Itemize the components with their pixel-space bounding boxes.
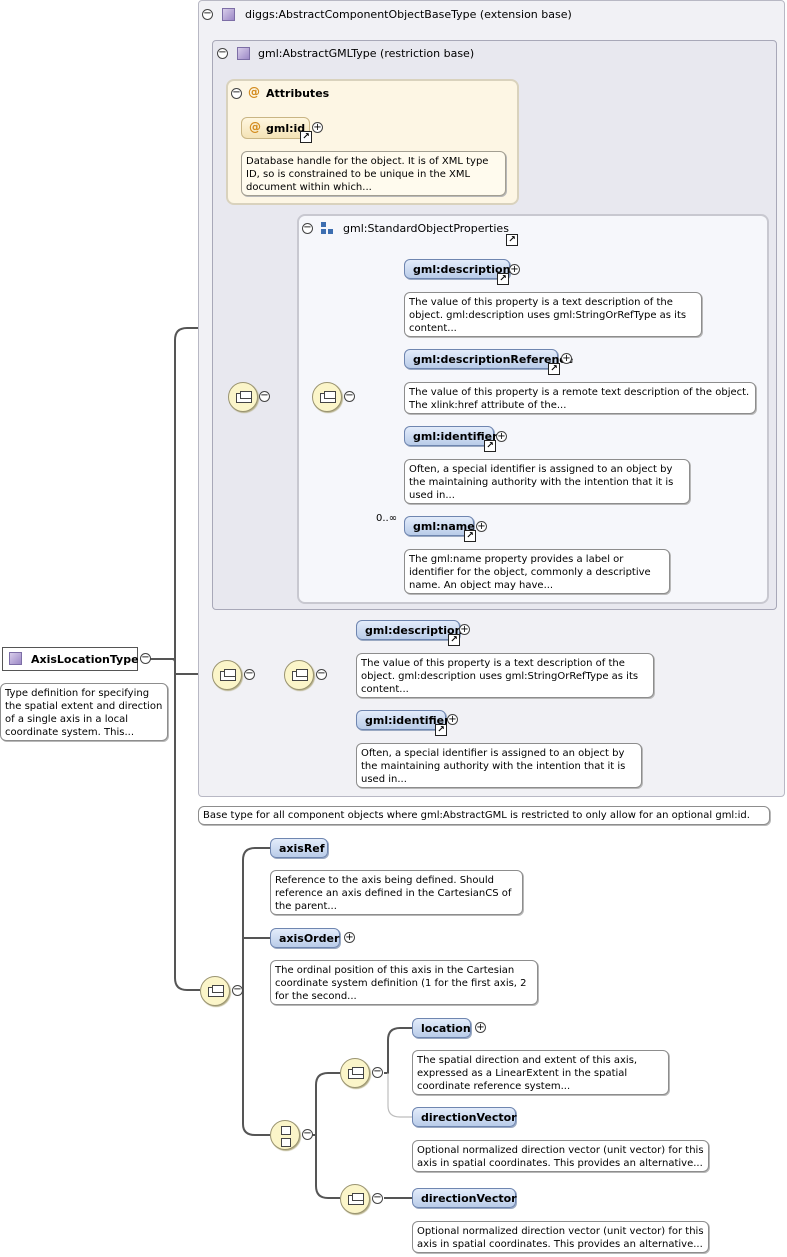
link-arrow-icon[interactable]: ↗: [497, 273, 509, 285]
link-arrow-icon[interactable]: ↗: [484, 440, 496, 452]
sequence-compositor[interactable]: [340, 1058, 370, 1088]
element-label: gml:description: [413, 263, 511, 276]
collapse-ext-base-icon[interactable]: −: [202, 8, 213, 20]
root-type-axislocationtype[interactable]: AxisLocationType: [2, 647, 139, 671]
expand-icon[interactable]: +: [476, 521, 487, 532]
choice-compositor[interactable]: [270, 1120, 300, 1150]
element-label: axisOrder: [279, 932, 340, 945]
expand-icon[interactable]: +: [496, 431, 507, 442]
collapse-sequence-icon[interactable]: −: [259, 390, 270, 402]
collapse-gml-base-icon[interactable]: −: [217, 47, 228, 59]
gml-identifier-doc: Often, a special identifier is assigned …: [404, 459, 690, 504]
sequence-compositor[interactable]: [284, 660, 314, 690]
element-gml-description-reference[interactable]: gml:descriptionReference: [404, 349, 573, 369]
collapse-choice-icon[interactable]: −: [302, 1128, 313, 1140]
element-label: directionVector: [421, 1111, 517, 1124]
gml-identifier-restricted-doc: Often, a special identifier is assigned …: [356, 743, 642, 788]
element-label: location: [421, 1022, 471, 1035]
cardinality-label: 0..∞: [376, 513, 398, 524]
element-axisref[interactable]: axisRef: [270, 838, 328, 858]
complex-type-icon: [9, 652, 22, 665]
element-directionvector[interactable]: directionVector: [412, 1188, 517, 1208]
element-gml-description-restricted[interactable]: gml:description: [356, 620, 463, 640]
ext-base-doc: Base type for all component objects wher…: [198, 806, 770, 825]
gml-description-reference-doc: The value of this property is a remote t…: [404, 382, 756, 414]
link-arrow-icon[interactable]: ↗: [300, 131, 312, 143]
gml-description-restricted-doc: The value of this property is a text des…: [356, 653, 654, 698]
expand-icon[interactable]: +: [459, 624, 470, 635]
gml-name-doc: The gml:name property provides a label o…: [404, 549, 670, 594]
collapse-sequence-icon[interactable]: −: [232, 984, 243, 996]
collapse-sequence-icon[interactable]: −: [244, 668, 255, 680]
collapse-std-props-icon[interactable]: −: [302, 222, 313, 234]
element-label: directionVector: [421, 1192, 517, 1205]
element-gml-identifier[interactable]: gml:identifier: [404, 426, 498, 446]
attributes-title: Attributes: [266, 87, 330, 100]
collapse-root-icon[interactable]: −: [140, 652, 151, 664]
collapse-attributes-icon[interactable]: −: [231, 87, 242, 99]
link-arrow-icon[interactable]: ↗: [448, 634, 460, 646]
axisref-doc: Reference to the axis being defined. Sho…: [270, 870, 523, 915]
link-arrow-icon[interactable]: ↗: [435, 724, 447, 736]
expand-icon[interactable]: +: [561, 353, 572, 364]
sequence-compositor[interactable]: [312, 382, 342, 412]
group-icon: [321, 222, 334, 235]
attribute-at-icon: @: [249, 120, 261, 134]
sequence-compositor[interactable]: [200, 976, 230, 1006]
element-directionvector-optional[interactable]: directionVector: [412, 1107, 517, 1127]
expand-icon[interactable]: +: [509, 264, 520, 275]
location-doc: The spatial direction and extent of this…: [412, 1050, 669, 1095]
directionvector-optional-doc: Optional normalized direction vector (un…: [412, 1140, 709, 1172]
element-label: axisRef: [279, 842, 325, 855]
gml-id-label: gml:id: [266, 122, 306, 135]
collapse-sequence-icon[interactable]: −: [372, 1066, 383, 1078]
link-arrow-icon[interactable]: ↗: [506, 234, 518, 246]
element-label: gml:identifier: [413, 430, 498, 443]
element-gml-name[interactable]: gml:name: [404, 516, 475, 536]
ext-base-title: diggs:AbstractComponentObjectBaseType (e…: [245, 8, 572, 21]
element-axisorder[interactable]: axisOrder: [270, 928, 340, 948]
element-gml-identifier-restricted[interactable]: gml:identifier: [356, 710, 450, 730]
directionvector-doc: Optional normalized direction vector (un…: [412, 1221, 709, 1253]
sequence-compositor[interactable]: [228, 382, 258, 412]
std-props-title: gml:StandardObjectProperties: [343, 222, 509, 235]
element-location[interactable]: location: [412, 1018, 471, 1038]
complex-type-icon: [237, 47, 250, 60]
root-type-doc: Type definition for specifying the spati…: [0, 683, 168, 741]
sequence-compositor[interactable]: [212, 660, 242, 690]
link-arrow-icon[interactable]: ↗: [464, 530, 476, 542]
expand-icon[interactable]: +: [344, 932, 355, 943]
link-arrow-icon[interactable]: ↗: [548, 363, 560, 375]
attribute-at-icon: @: [248, 85, 260, 99]
element-label: gml:name: [413, 520, 475, 533]
type-label: AxisLocationType: [31, 653, 139, 666]
expand-icon[interactable]: +: [312, 122, 323, 133]
expand-icon[interactable]: +: [447, 714, 458, 725]
axisorder-doc: The ordinal position of this axis in the…: [270, 960, 538, 1005]
expand-icon[interactable]: +: [475, 1022, 486, 1033]
element-gml-description[interactable]: gml:description: [404, 259, 510, 279]
gml-id-doc: Database handle for the object. It is of…: [241, 151, 506, 196]
element-label: gml:identifier: [365, 714, 450, 727]
collapse-sequence-icon[interactable]: −: [372, 1192, 383, 1204]
gml-description-doc: The value of this property is a text des…: [404, 292, 702, 337]
gml-base-title: gml:AbstractGMLType (restriction base): [258, 47, 475, 60]
element-label: gml:description: [365, 624, 463, 637]
collapse-sequence-icon[interactable]: −: [316, 668, 327, 680]
complex-type-icon: [222, 8, 235, 21]
element-label: gml:descriptionReference: [413, 353, 574, 366]
sequence-compositor[interactable]: [340, 1184, 370, 1214]
attribute-gml-id[interactable]: gml:id: [241, 117, 310, 139]
collapse-sequence-icon[interactable]: −: [344, 390, 355, 402]
